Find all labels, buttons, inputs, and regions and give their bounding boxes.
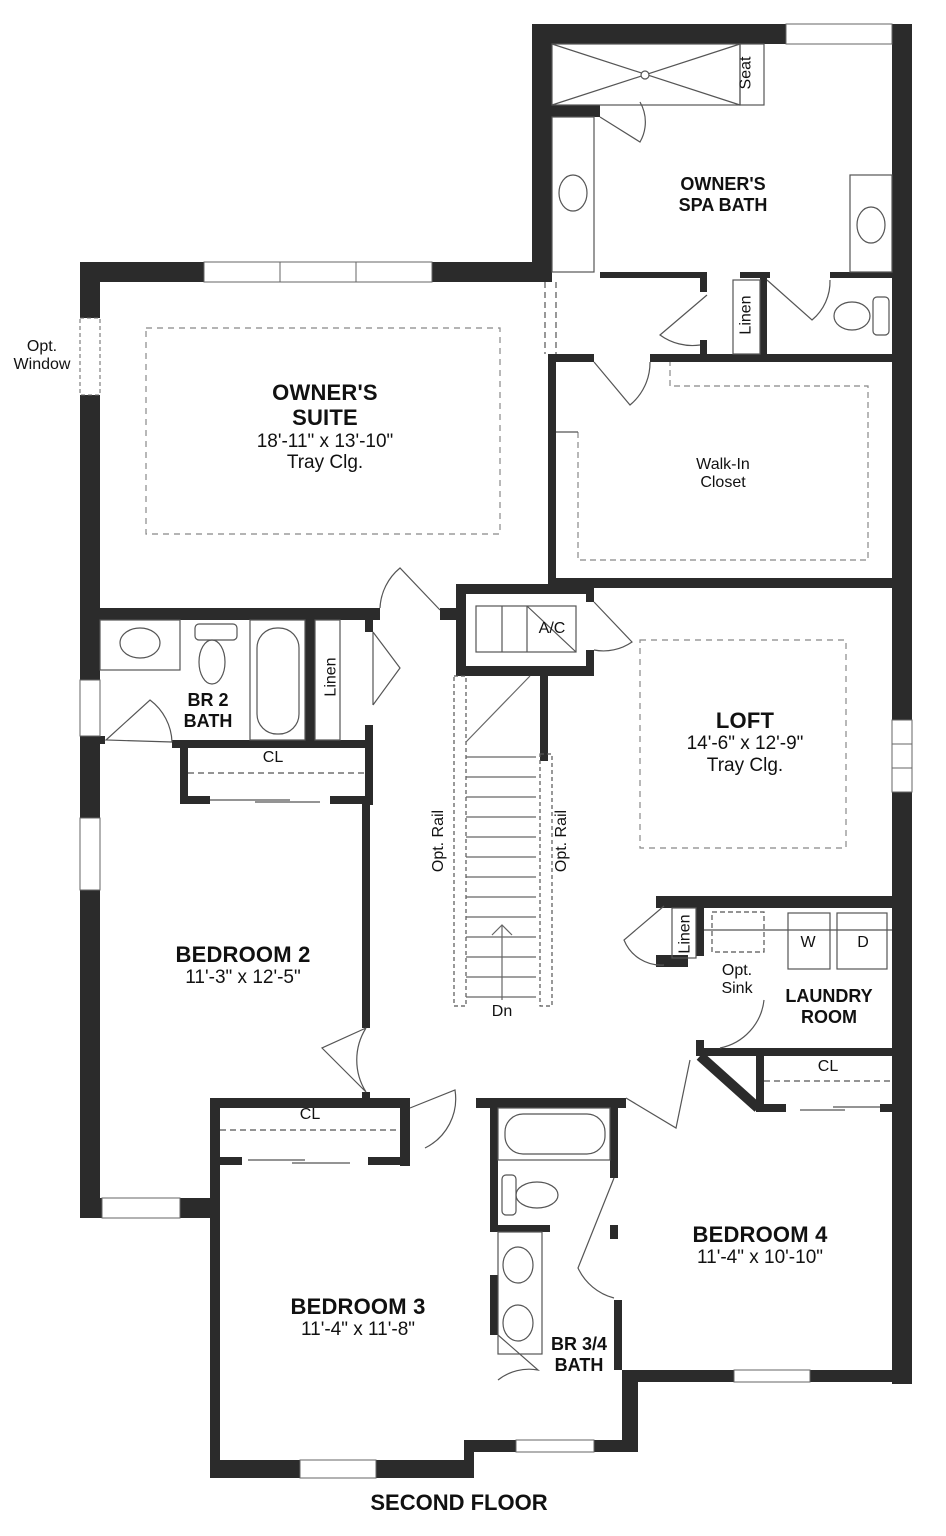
label-ac: A/C — [538, 620, 566, 637]
sink-icon — [119, 627, 161, 659]
vanity-right — [849, 174, 893, 273]
tray-ceiling-outline — [639, 639, 847, 849]
room-label-owners-suite: OWNER'S SUITE 18'-11" x 13'-10" Tray Clg… — [256, 380, 394, 474]
sink-icon — [502, 1246, 534, 1284]
toilet-icon — [198, 639, 226, 685]
label-closet-br4: CL — [817, 1058, 839, 1075]
doors — [104, 101, 831, 1381]
label-linen-laundry: Linen — [676, 914, 694, 954]
label-opt-window: Opt. Window — [13, 338, 71, 374]
label-closet-br3: CL — [299, 1106, 321, 1123]
label-opt-sink: Opt. Sink — [721, 962, 753, 998]
washer — [787, 912, 831, 970]
shower-seat — [739, 43, 765, 106]
room-label-loft: LOFT 14'-6" x 12'-9" Tray Clg. — [686, 708, 804, 777]
label-seat: Seat — [737, 56, 755, 90]
sink-icon — [502, 1304, 534, 1342]
room-label-bedroom2: BEDROOM 2 11'-3" x 12'-5" — [175, 942, 311, 989]
room-label-bedroom4: BEDROOM 4 11'-4" x 10'-10" — [692, 1222, 828, 1269]
label-washer: W — [800, 934, 816, 951]
room-label-walk-in-closet: Walk-In Closet — [696, 456, 750, 492]
room-label-br2-bath: BR 2 BATH — [183, 690, 233, 731]
rail-left — [453, 675, 467, 1007]
plan-title: SECOND FLOOR — [370, 1490, 548, 1515]
sink-icon — [856, 206, 886, 244]
label-closet-br2: CL — [262, 749, 284, 766]
vanity-left — [551, 116, 595, 273]
sink-icon — [558, 174, 588, 212]
stairs — [465, 675, 536, 1000]
tray-ceiling-outline — [145, 327, 501, 535]
room-label-laundry-room: LAUNDRY ROOM — [785, 986, 873, 1027]
toilet-icon — [833, 301, 871, 331]
label-linen-br2: Linen — [322, 657, 340, 697]
room-label-br34-bath: BR 3/4 BATH — [550, 1334, 608, 1375]
label-dryer: D — [857, 934, 869, 951]
label-opt-rail-left: Opt. Rail — [430, 809, 448, 873]
bathtub-icon — [256, 627, 300, 735]
rail-right — [539, 753, 553, 1007]
toilet-icon — [515, 1181, 559, 1209]
windows — [79, 23, 913, 1479]
angled-wall — [696, 1052, 762, 1112]
walls — [80, 24, 912, 1478]
dryer — [836, 912, 888, 970]
bathtub-icon — [504, 1113, 606, 1155]
room-label-bedroom3: BEDROOM 3 11'-4" x 11'-8" — [290, 1294, 426, 1341]
label-opt-rail-right: Opt. Rail — [553, 809, 571, 873]
label-linen-spa: Linen — [737, 295, 755, 335]
room-label-owners-spa-bath: OWNER'S SPA BATH — [678, 174, 768, 215]
label-stairs-down: Dn — [491, 1003, 513, 1020]
